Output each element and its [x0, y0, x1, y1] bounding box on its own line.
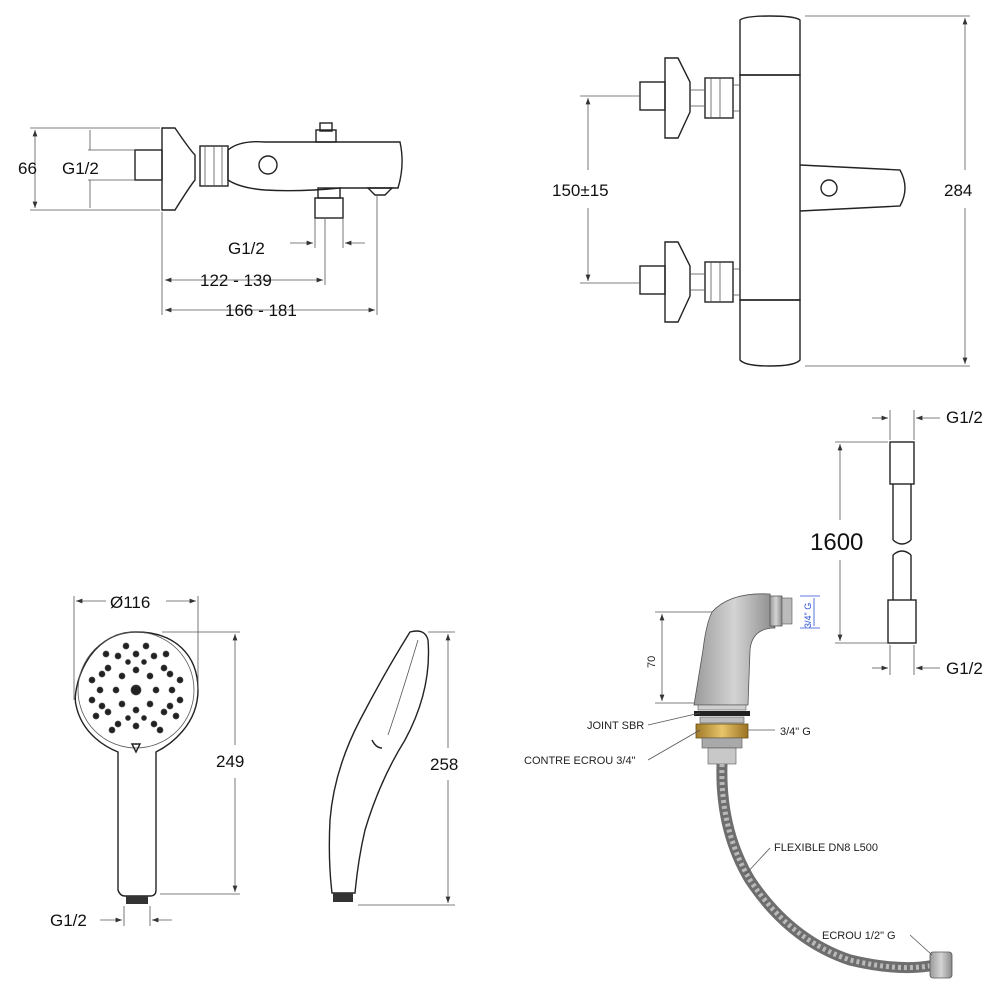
front-total-width-label: 284 [944, 181, 972, 200]
mixer-side-view [30, 122, 403, 315]
side-depth-range-1-label: 122 - 139 [200, 271, 272, 290]
fitting-top-thread-label: 3/4" G [803, 603, 813, 628]
fitting-end-nut-label: ECROU 1/2" G [822, 930, 896, 942]
shower-hose-view [835, 410, 940, 675]
handshower-length-label: 249 [216, 752, 244, 771]
hose-bottom-thread-label: G1/2 [946, 659, 983, 678]
handshower-front-view [73, 596, 240, 926]
fitting-flexible-label: FLEXIBLE DN8 L500 [774, 842, 878, 854]
mixer-front-view [580, 15, 970, 367]
fitting-body-thread-label: 3/4" G [780, 726, 811, 738]
side-height-label: 66 [18, 159, 37, 178]
side-outlet-thread-label: G1/2 [228, 239, 265, 258]
spray-nozzle-pattern [88, 642, 184, 734]
handshower-thread-label: G1/2 [50, 911, 87, 930]
side-inlet-thread-label: G1/2 [62, 159, 99, 178]
fitting-assembly-view [647, 593, 953, 979]
hose-length-label: 1600 [810, 529, 863, 556]
hose-top-thread-label: G1/2 [946, 408, 983, 427]
handshower-side-length-label: 258 [430, 755, 458, 774]
fitting-nut-label: CONTRE ECROU 3/4" [524, 755, 636, 767]
fitting-joint-label: JOINT SBR [587, 720, 644, 732]
front-inlet-spacing-label: 150±15 [552, 181, 609, 200]
handshower-side-view [328, 630, 455, 906]
fitting-height-label: 70 [646, 656, 658, 668]
handshower-diameter-label: Ø116 [110, 593, 150, 612]
side-depth-range-2-label: 166 - 181 [225, 301, 297, 320]
